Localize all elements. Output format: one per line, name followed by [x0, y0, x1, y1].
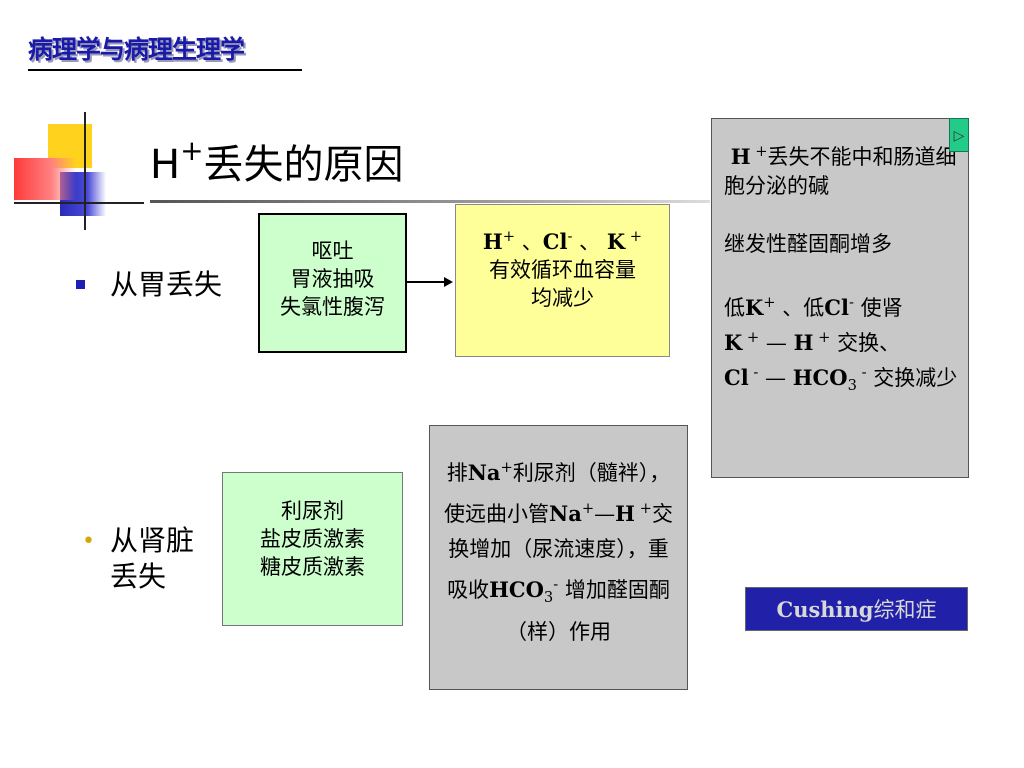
text-dash: — — [759, 331, 794, 355]
text-h: H — [615, 501, 635, 526]
slide-title: H+丢失的原因 — [150, 132, 404, 190]
ion-h-charge: + — [502, 228, 516, 245]
cause-glucocorticoid: 糖皮质激素 — [260, 555, 365, 579]
ion-line: H+ 、Cl- 、 K + — [456, 223, 669, 256]
text-hco-charge: - — [553, 576, 559, 593]
next-slide-button[interactable]: ▷ — [949, 118, 969, 152]
red-square — [14, 158, 76, 200]
text-hco: HCO — [792, 365, 848, 390]
text-hco-charge: - — [856, 364, 867, 381]
text-cl-charge: - — [848, 294, 854, 311]
text-dash2: — — [758, 366, 793, 390]
title-h: H — [150, 142, 181, 188]
text-exchange-increase: 交换增加（尿流速度），重吸收 — [447, 502, 673, 602]
text-hco-sub: 3 — [543, 589, 554, 607]
text-exchange-decrease: 交换减少 — [866, 366, 958, 390]
bullet-square-icon — [76, 280, 85, 289]
text-diuretic: 利尿剂（髓袢），使远曲小管 — [444, 461, 671, 526]
cause-diuretics: 利尿剂 — [281, 499, 344, 523]
bullet-dot-icon: • — [82, 529, 95, 554]
ion-k: K — [606, 229, 626, 254]
ion-k-charge: + — [625, 228, 643, 245]
arrow-right-icon — [444, 277, 453, 287]
logo-horizontal-line — [14, 202, 144, 204]
volume-line: 有效循环血容量 — [489, 258, 636, 282]
text-low-cl: 、低 — [775, 296, 825, 320]
text-cl: Cl — [824, 295, 849, 320]
text-alkali: 丢失不能中和肠道细胞分泌的碱 — [724, 145, 957, 198]
title-text: 丢失的原因 — [203, 142, 404, 188]
renal-causes-box: 利尿剂 盐皮质激素 糖皮质激素 — [222, 472, 403, 626]
mechanism-explanation-box: H +丢失不能中和肠道细胞分泌的碱 继发性醛固酮增多 低K+ 、低Cl- 使肾 … — [711, 118, 969, 478]
explanation-para-1: H +丢失不能中和肠道细胞分泌的碱 — [724, 137, 958, 201]
renal-mechanism-box: 排Na+利尿剂（髓袢），使远曲小管Na+—H +交换增加（尿流速度），重吸收HC… — [429, 425, 688, 690]
decrease-line: 均减少 — [531, 286, 594, 310]
explanation-para-3: 低K+ 、低Cl- 使肾 K + — H + 交换、 Cl - — HCO3 -… — [724, 288, 958, 400]
text-low: 低 — [724, 296, 745, 320]
text-na2: Na — [549, 501, 582, 526]
ion-sep: 、 — [515, 230, 543, 254]
text-na-charge: + — [500, 459, 513, 476]
ion-cl-charge: - — [567, 228, 573, 245]
cushing-syndrome-label: Cushing综和症 — [745, 587, 968, 631]
text-k-charge: + — [763, 294, 776, 311]
text-h2-charge: + — [813, 329, 831, 346]
bullet-kidney-loss: 从肾脏丢失 — [110, 524, 195, 593]
text-k2: K — [724, 330, 743, 355]
text-h-charge: + — [634, 500, 652, 517]
text-cl2: Cl — [724, 365, 749, 390]
renal-mechanism-text: 排Na+利尿剂（髓袢），使远曲小管Na+—H +交换增加（尿流速度），重吸收HC… — [430, 450, 687, 650]
text-exchange: 交换、 — [830, 331, 901, 355]
text-k: K — [745, 295, 764, 320]
cause-vomiting: 呕吐 — [311, 239, 354, 263]
text-k2-charge: + — [742, 329, 760, 346]
explanation-para-2: 继发性醛固酮增多 — [724, 232, 892, 256]
ion-sep: 、 — [572, 230, 601, 254]
text-dash: — — [594, 502, 616, 526]
cause-gastric-suction: 胃液抽吸 — [290, 267, 375, 291]
cushing-latin: Cushing — [776, 597, 874, 622]
text-kidney: 使肾 — [853, 296, 903, 320]
arrow-line — [407, 281, 447, 283]
text-na2-charge: + — [581, 500, 595, 517]
text-h: H — [730, 144, 751, 169]
logo-vertical-line — [84, 112, 86, 230]
cause-mineralocorticoid: 盐皮质激素 — [260, 527, 365, 551]
bullet-stomach-loss: 从胃丢失 — [110, 268, 223, 301]
ion-loss-box: H+ 、Cl- 、 K + 有效循环血容量 均减少 — [455, 204, 670, 357]
decorative-logo — [14, 112, 144, 232]
ion-h: H — [482, 229, 503, 254]
text-aldosterone: 增加醛固酮（样）作用 — [506, 578, 670, 645]
ion-cl: Cl — [542, 229, 568, 254]
text-hco: HCO — [489, 577, 544, 602]
text-h-charge: + — [750, 143, 768, 160]
cause-chloride-diarrhea: 失氯性腹泻 — [280, 295, 385, 319]
title-underline — [150, 200, 710, 203]
stomach-causes-box: 呕吐 胃液抽吸 失氯性腹泻 — [258, 213, 407, 353]
text-cl2-charge: - — [748, 364, 759, 381]
title-plus: + — [180, 133, 204, 167]
course-title: 病理学与病理生理学 — [28, 35, 245, 64]
text-h2: H — [793, 330, 814, 355]
text-excrete: 排 — [446, 461, 468, 485]
text-hco-sub: 3 — [847, 377, 857, 395]
text-na: Na — [467, 460, 501, 485]
course-title-underline — [28, 69, 302, 71]
cushing-cn: 综和症 — [873, 598, 937, 622]
